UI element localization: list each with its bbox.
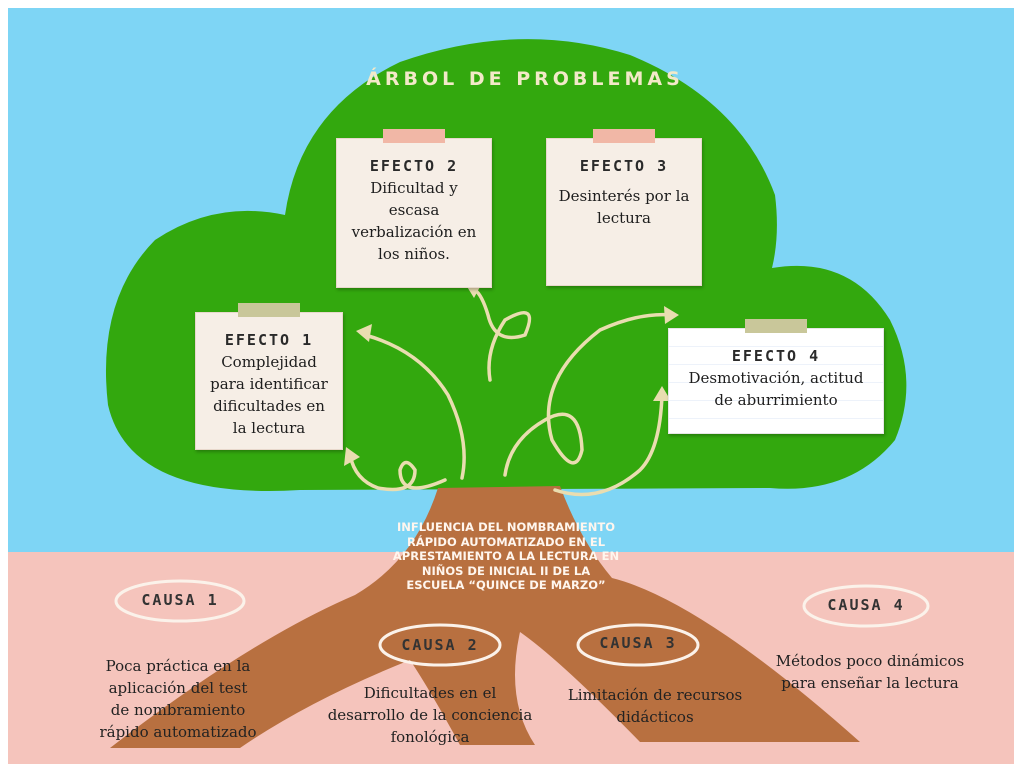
efecto-3-heading: EFECTO 3 (579, 157, 669, 175)
efecto-2-text: Dificultad y escasa verbalización en los… (351, 179, 477, 263)
causa-2-circle (378, 623, 502, 667)
efecto-4-note: EFECTO 4 Desmotivación, actitud de aburr… (668, 319, 884, 434)
arrow-to-efecto-1-upper (363, 333, 466, 480)
causa-1-circle (114, 579, 246, 623)
tape-strip (745, 319, 807, 333)
arrowhead-efecto-3 (664, 306, 679, 324)
causa-1-text: Poca práctica en la aplicación del test … (99, 657, 257, 741)
arrowhead-efecto-4 (653, 386, 671, 401)
tree-trunk-roots (110, 486, 860, 748)
arrowhead-efecto-1-upper (356, 324, 372, 342)
efecto-4-text: Desmotivación, actitud de aburrimiento (688, 369, 864, 409)
central-problem: INFLUENCIA DEL NOMBRAMIENTO RÁPIDO AUTOM… (392, 520, 620, 593)
causa-3-label: CAUSA 3 (599, 634, 677, 652)
causa-1-label: CAUSA 1 (141, 591, 219, 609)
diagram-title: ÁRBOL DE PROBLEMAS (366, 68, 684, 90)
causa-4-text: Métodos poco dinámicos para enseñar la l… (775, 652, 965, 692)
efecto-1-note: EFECTO 1 Complejidad para identificar di… (195, 303, 343, 450)
arrow-to-efecto-4 (553, 393, 664, 497)
cause-circles (114, 579, 930, 667)
efecto-2-heading: EFECTO 2 (369, 157, 459, 175)
tape-strip (383, 129, 445, 143)
efecto-3-note: EFECTO 3 Desinterés por la lectura (546, 129, 702, 286)
causa-3-circle (576, 623, 700, 667)
causa-2-label: CAUSA 2 (401, 636, 479, 654)
tape-strip (238, 303, 300, 317)
causa-4-circle (802, 584, 930, 628)
efecto-3-text: Desinterés por la lectura (558, 187, 690, 227)
arrowhead-efecto-1-lower (344, 447, 360, 466)
causa-2-text: Dificultades en el desarrollo de la conc… (327, 684, 533, 746)
efecto-1-heading: EFECTO 1 (224, 331, 314, 349)
causa-4-label: CAUSA 4 (827, 596, 905, 614)
arrow-to-efecto-1-lower (348, 453, 447, 492)
effect-arrows (348, 288, 674, 497)
causa-3-text: Limitación de recursos didácticos (567, 686, 743, 726)
tape-strip (593, 129, 655, 143)
arrow-to-efecto-3 (503, 312, 674, 477)
arrow-to-efecto-2 (473, 288, 532, 382)
efecto-4-heading: EFECTO 4 (731, 347, 821, 365)
efecto-2-note: EFECTO 2 Dificultad y escasa verbalizaci… (336, 129, 492, 288)
efecto-1-text: Complejidad para identificar dificultade… (210, 353, 328, 437)
